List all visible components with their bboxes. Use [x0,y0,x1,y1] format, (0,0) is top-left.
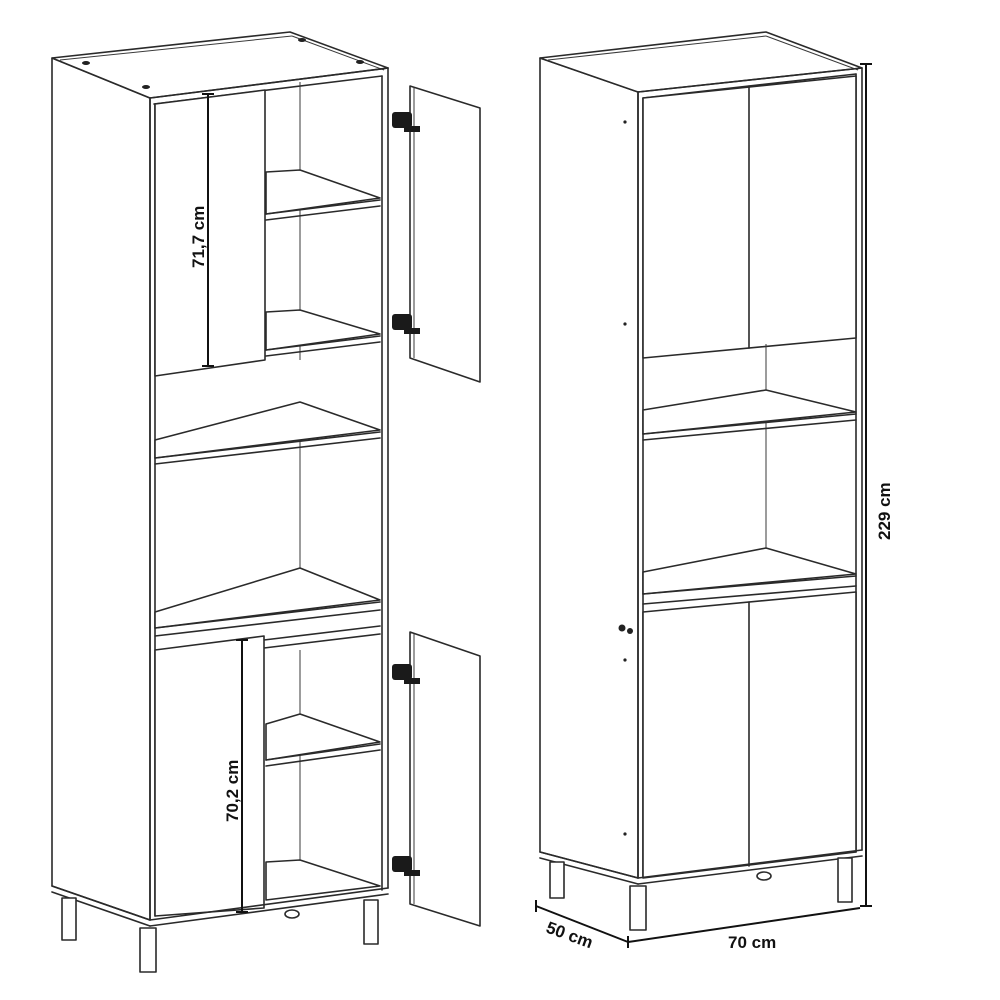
appliance-shelf [642,547,857,595]
hinge-icon [392,856,420,876]
lower-door-height-label: 70,2 cm [223,760,242,822]
middle-shelf [154,401,381,459]
open-cabinet-view [51,31,481,973]
hinge-icon [392,112,420,132]
leg [549,861,565,899]
leg [363,899,379,945]
upper-left-door [154,89,266,377]
leg [837,857,853,903]
hinge-icon [392,664,420,684]
width-label: 70 cm [728,933,776,952]
total-height-label: 229 cm [875,482,894,540]
lower-right-door-open [409,631,481,927]
left-side-panel [51,57,151,921]
closed-cabinet-view [535,31,872,948]
depth-label: 50 cm [544,918,596,952]
leg [629,885,647,931]
upper-shelf-2 [265,309,381,351]
hinge-icon [392,314,420,334]
width-dimension-line [627,907,861,943]
upper-shelf-1 [265,169,381,215]
lower-shelf [265,713,381,761]
upper-right-door-open [409,85,481,383]
bottom-panel-interior [265,859,381,901]
leg [61,897,77,941]
niche-shelf [642,389,857,435]
upper-door-height-label: 71,7 cm [189,206,208,268]
leg [139,927,157,973]
lower-left-door [154,635,265,917]
side-panel [539,57,639,879]
depth-dimension-line [535,905,629,943]
appliance-shelf [154,567,381,629]
